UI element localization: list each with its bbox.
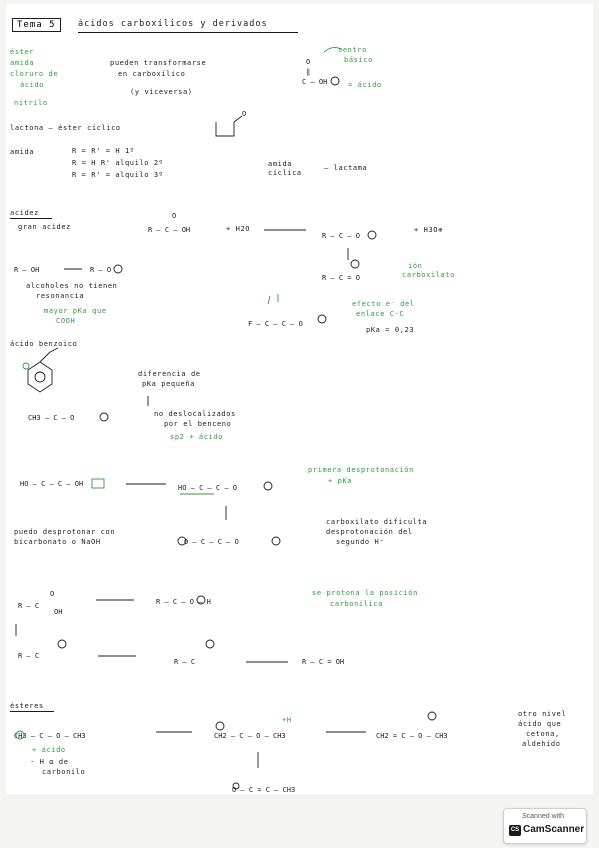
- note-cetona: cetona,: [526, 730, 560, 738]
- note-mayor-pka: mayor pKa que: [44, 307, 107, 315]
- note-se-protona: se protona la posición: [312, 589, 418, 597]
- svg-text:F – C – C – O: F – C – C – O: [248, 320, 303, 328]
- note-ester: éster: [10, 48, 35, 56]
- note-lactona: lactona — éster cíclico: [10, 124, 121, 132]
- svg-text:R – C = O: R – C = O: [322, 274, 360, 282]
- svg-text:R – C – O – H: R – C – O – H: [156, 598, 211, 606]
- note-gran-acidez: gran acidez: [18, 223, 71, 231]
- note-acido: ácido: [20, 81, 45, 89]
- note-carbonilo: carbonilo: [42, 768, 86, 776]
- chemistry-sketches: O ‖ C – OH O R – C – OH O R – C – O R – …: [14, 47, 448, 794]
- svg-text:CH3 – C – O: CH3 – C – O: [28, 414, 74, 422]
- scanned-page: Tema 5 ácidos carboxílicos y derivados é…: [6, 4, 593, 794]
- svg-text:O: O: [50, 590, 54, 598]
- svg-text:R – OH: R – OH: [14, 266, 39, 274]
- camscanner-badge: Scanned with CS CamScanner: [503, 808, 587, 844]
- note-ion: ión: [408, 262, 423, 270]
- note-carboxilico: en carboxílico: [118, 70, 186, 78]
- note-nitrilo: nitrilo: [14, 99, 48, 107]
- note-amida-3: R = R' = alquilo 3º: [72, 171, 164, 179]
- note-h-alfa: · H α de: [30, 758, 69, 766]
- note-benceno: por el benceno: [164, 420, 232, 428]
- esteres-underline: [10, 711, 54, 712]
- note-cloruro: cloruro de: [10, 70, 59, 78]
- note-sp2-acido: sp2 + ácido: [170, 433, 223, 441]
- note-primera-desprot: primera desprotonación: [308, 466, 414, 474]
- page-subtitle: ácidos carboxílicos y derivados: [78, 19, 268, 29]
- svg-text:OH: OH: [54, 608, 62, 616]
- svg-text:O: O: [306, 58, 310, 66]
- subtitle-underline: [78, 32, 298, 33]
- svg-text:O: O: [172, 212, 176, 220]
- badge-brand: CamScanner: [523, 824, 585, 835]
- note-resonancia: resonancia: [36, 292, 85, 300]
- note-no-desloc: no deslocalizados: [154, 410, 236, 418]
- note-amida-2: R = H R' alquilo 2º: [72, 159, 164, 167]
- note-pka-pequena: pKa pequeña: [142, 380, 195, 388]
- note-basico: básico: [344, 56, 373, 64]
- note-enlace: enlace C-C: [356, 310, 405, 318]
- svg-text:CH2 = C – O – CH3: CH2 = C – O – CH3: [376, 732, 448, 740]
- note-carbonilica: carbonílica: [330, 600, 383, 608]
- note-amida-ciclica-1: amida: [268, 160, 293, 168]
- note-lactama: — lactama: [324, 164, 368, 172]
- note-alcoholes: alcoholes no tienen: [26, 282, 118, 290]
- svg-text:R – C = OH: R – C = OH: [302, 658, 344, 666]
- note-amida-header: amida: [10, 148, 35, 156]
- note-benzoico: ácido benzoico: [10, 340, 78, 348]
- note-carboxilato: carboxilato: [402, 271, 455, 279]
- badge-caption: Scanned with: [522, 813, 565, 820]
- note-h2o: + H2O: [226, 225, 251, 233]
- svg-text:R – C: R – C: [174, 658, 195, 666]
- note-cooh: COOH: [56, 317, 76, 325]
- note-h3o: + H3O⊕: [414, 226, 443, 234]
- note-carboxilato-dif: carboxilato dificulta: [326, 518, 428, 526]
- svg-text:HO – C – C – O: HO – C – C – O: [178, 484, 237, 492]
- note-efecto: efecto e⁻ del: [352, 300, 415, 308]
- note-aldehido: aldehído: [522, 740, 561, 748]
- note-transform: pueden transformarse: [110, 59, 207, 67]
- note-acidez: acidez: [10, 209, 39, 217]
- note-mas-pka: + pKa: [328, 477, 353, 485]
- note-diferencia: diferencia de: [138, 370, 201, 378]
- camscanner-logo-icon: CS: [509, 825, 521, 836]
- note-mas-acido: + ácido: [32, 746, 66, 754]
- svg-text:O – C – C – O: O – C – C – O: [184, 538, 239, 546]
- note-esteres: ésteres: [10, 702, 44, 710]
- note-viceversa: (y viceversa): [130, 88, 193, 96]
- svg-text:R – C – OH: R – C – OH: [148, 226, 190, 234]
- note-centro: centro: [338, 46, 367, 54]
- note-amida-1: R = R' = H 1º: [72, 147, 135, 155]
- note-pka-023: pKa = 0,23: [366, 326, 415, 334]
- svg-text:CH2 – C – O – CH3: CH2 – C – O – CH3: [214, 732, 286, 740]
- note-otro-nivel: otro nivel: [518, 710, 567, 718]
- svg-text:R – C: R – C: [18, 602, 39, 610]
- note-bicarbonato: bicarbonato o NaOH: [14, 538, 101, 546]
- svg-text:C – OH: C – OH: [302, 78, 327, 86]
- note-mas-h: +H: [282, 716, 292, 724]
- note-amida: amida: [10, 59, 35, 67]
- note-segundo-h: segundo H⁺: [336, 538, 385, 546]
- page-title: Tema 5: [12, 18, 61, 32]
- note-amida-ciclica-2: cíclica: [268, 169, 302, 177]
- note-puedo-desprot: puedo desprotonar con: [14, 528, 116, 536]
- acidez-underline: [10, 218, 52, 219]
- svg-text:HO – C – C – OH: HO – C – C – OH: [20, 480, 83, 488]
- svg-text:R – C – O: R – C – O: [322, 232, 360, 240]
- svg-text:R – O: R – O: [90, 266, 111, 274]
- note-acido-que: ácido que: [518, 720, 562, 728]
- svg-text:O: O: [242, 110, 246, 118]
- svg-text:R – C: R – C: [18, 652, 39, 660]
- note-eq-acido: = ácido: [348, 81, 382, 89]
- note-desprot-del: desprotonación del: [326, 528, 413, 536]
- svg-text:O – C = C – CH3: O – C = C – CH3: [232, 786, 295, 794]
- svg-text:‖: ‖: [306, 68, 310, 76]
- svg-text:CH3 – C – O – CH3: CH3 – C – O – CH3: [14, 732, 86, 740]
